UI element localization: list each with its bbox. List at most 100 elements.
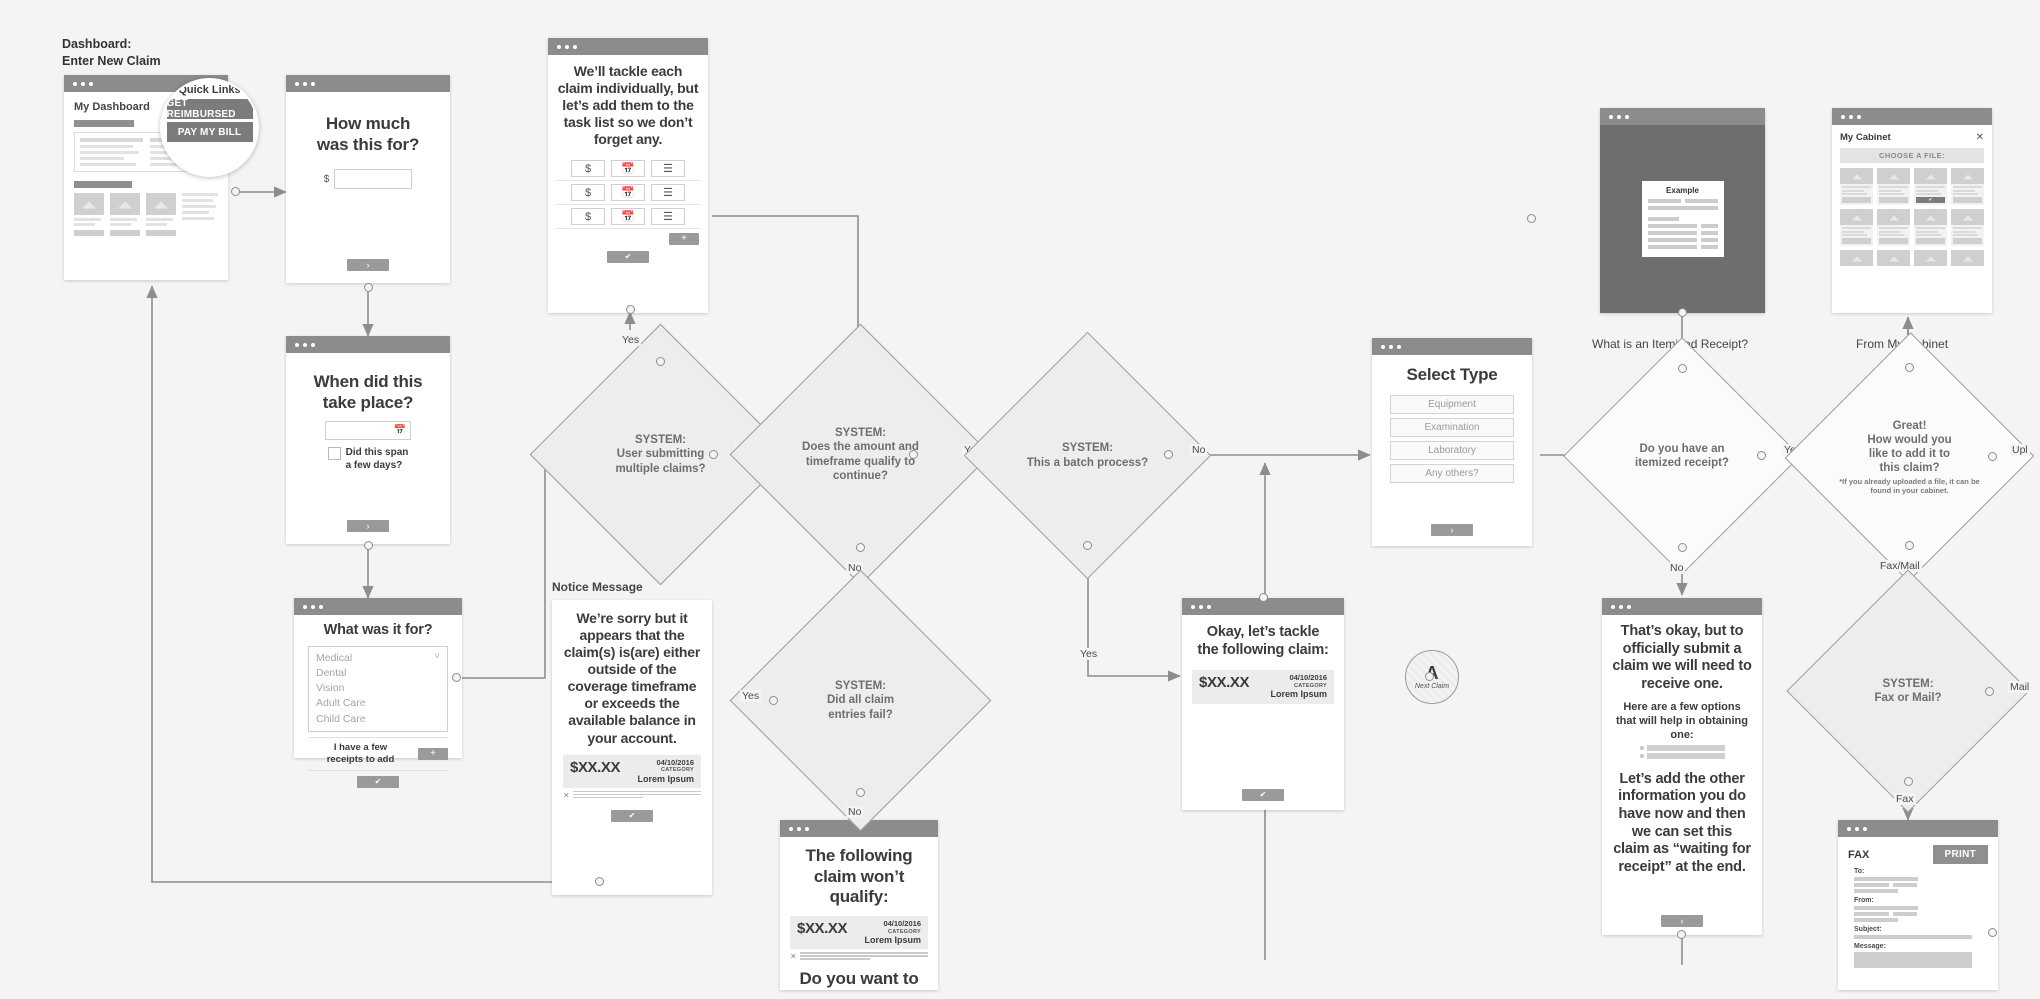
- cabinet-file-selected[interactable]: ✔: [1914, 168, 1947, 205]
- wont-qualify-card[interactable]: The following claim won’t qualify: $XX.X…: [780, 820, 938, 990]
- cabinet-file[interactable]: [1840, 250, 1873, 266]
- how-much-card[interactable]: How much was this for? $ ›: [286, 75, 450, 283]
- window-dot-icon: [1611, 604, 1615, 609]
- confirm-button[interactable]: ✔: [1242, 789, 1284, 801]
- claim-chip[interactable]: $XX.XX 04/10/2016 CATEGORY Lorem Ipsum: [1192, 670, 1334, 704]
- remove-icon[interactable]: ✕: [790, 952, 797, 962]
- fax-card[interactable]: FAX PRINT To: From: Subject: Message:: [1838, 820, 1998, 990]
- window-dot-icon: [89, 81, 93, 86]
- type-option-laboratory[interactable]: Laboratory: [1390, 440, 1514, 460]
- decision-itemized-receipt[interactable]: Do you have an itemized receipt?: [1563, 337, 1801, 575]
- add-receipt-button[interactable]: +: [418, 748, 448, 761]
- task-row[interactable]: $ 📅 ☰: [557, 205, 699, 230]
- my-cabinet-window[interactable]: My Cabinet ✕ CHOOSE A FILE: ✔: [1832, 108, 1992, 313]
- edge-label-upload: Upl: [2010, 444, 2030, 456]
- next-button[interactable]: ›: [1431, 524, 1473, 536]
- remove-icon[interactable]: ✕: [563, 790, 570, 800]
- next-button[interactable]: ›: [347, 520, 389, 532]
- cabinet-file[interactable]: [1914, 209, 1947, 246]
- decision-line: SYSTEM:: [1882, 677, 1934, 690]
- calendar-icon[interactable]: 📅: [393, 425, 406, 437]
- decision-line: SYSTEM:: [634, 434, 687, 447]
- list-icon[interactable]: ☰: [651, 160, 685, 178]
- cabinet-file[interactable]: [1877, 250, 1910, 266]
- thats-okay-card[interactable]: That’s okay, but to officially submit a …: [1602, 598, 1762, 935]
- when-card[interactable]: When did this take place? 📅 Did this spa…: [286, 336, 450, 544]
- calendar-icon[interactable]: 📅: [611, 160, 645, 178]
- confirm-button[interactable]: ✔: [357, 776, 399, 789]
- decision-batch-process[interactable]: SYSTEM: This a batch process?: [963, 331, 1212, 580]
- pay-my-bill-button[interactable]: PAY MY BILL: [166, 122, 253, 142]
- tackle-each-claim-card[interactable]: We’ll tackle each claim individually, bu…: [548, 38, 708, 313]
- date-input[interactable]: 📅: [325, 421, 411, 441]
- claim-category-label: CATEGORY: [888, 928, 921, 935]
- decision-line: like to add it to: [1868, 448, 1951, 460]
- claim-chip[interactable]: $XX.XX 04/10/2016 CATEGORY Lorem Ipsum: [563, 754, 701, 788]
- category-dropdown[interactable]: ˅ Medical Dental Vision Adult Care Child…: [308, 645, 448, 732]
- add-task-button[interactable]: +: [669, 233, 699, 246]
- decision-line: itemized receipt?: [1635, 457, 1729, 469]
- cabinet-file[interactable]: [1951, 250, 1984, 266]
- category-option[interactable]: Child Care: [316, 712, 366, 725]
- cabinet-file[interactable]: [1877, 209, 1910, 246]
- decision-line: SYSTEM:: [834, 427, 887, 440]
- type-option-examination[interactable]: Examination: [1390, 417, 1514, 437]
- calendar-icon[interactable]: 📅: [611, 184, 645, 202]
- example-receipt-modal[interactable]: Example: [1600, 108, 1765, 313]
- what-was-it-for-card[interactable]: What was it for? ˅ Medical Dental Vision…: [294, 598, 462, 789]
- list-icon[interactable]: ☰: [651, 208, 685, 226]
- category-option[interactable]: Dental: [316, 666, 347, 679]
- decision-fax-or-mail[interactable]: SYSTEM: Fax or Mail?: [1786, 569, 2030, 813]
- next-button[interactable]: ›: [347, 259, 389, 271]
- close-icon[interactable]: ✕: [1975, 132, 1984, 143]
- connector-label: Next Claim: [1414, 683, 1450, 690]
- cabinet-file[interactable]: [1877, 168, 1910, 205]
- get-reimbursed-button[interactable]: GET REIMBURSED: [166, 98, 253, 120]
- window-dot-icon: [1397, 344, 1401, 349]
- confirm-button[interactable]: ✔: [607, 251, 649, 264]
- task-row[interactable]: $ 📅 ☰: [557, 157, 699, 182]
- amount-icon[interactable]: $: [571, 160, 605, 178]
- window-titlebar: [1182, 598, 1344, 615]
- decision-multiple-claims[interactable]: SYSTEM: User submitting multiple claims?: [529, 323, 792, 586]
- cabinet-file[interactable]: [1840, 168, 1873, 205]
- cabinet-file[interactable]: [1840, 209, 1873, 246]
- notice-message-card[interactable]: We’re sorry but it appears that the clai…: [552, 600, 712, 895]
- connector-node: [364, 541, 373, 550]
- cabinet-file[interactable]: [1914, 250, 1947, 266]
- claim-chip[interactable]: $XX.XX 04/10/2016 CATEGORY Lorem Ipsum: [790, 916, 928, 950]
- category-option[interactable]: Medical: [316, 651, 353, 664]
- amount-input[interactable]: [334, 169, 413, 190]
- okay-tackle-card[interactable]: Okay, let’s tackle the following claim: …: [1182, 598, 1344, 810]
- cabinet-file-grid[interactable]: ✔: [1840, 168, 1984, 266]
- category-option[interactable]: Adult Care: [316, 697, 366, 710]
- decision-qualify[interactable]: SYSTEM: Does the amount and timeframe qu…: [729, 323, 992, 586]
- type-option-any-others[interactable]: Any others?: [1390, 463, 1514, 483]
- decision-all-entries-fail[interactable]: SYSTEM: Did all claim entries fail?: [729, 569, 992, 832]
- print-button[interactable]: PRINT: [1932, 845, 1988, 864]
- edge-label-mail: Mail: [2008, 681, 2032, 693]
- amount-icon[interactable]: $: [571, 208, 605, 226]
- window-dot-icon: [303, 81, 307, 86]
- calendar-icon[interactable]: 📅: [611, 208, 645, 226]
- list-icon[interactable]: ☰: [651, 184, 685, 202]
- decision-how-to-add[interactable]: Great! How would you like to add it to t…: [1784, 332, 2035, 582]
- bullet-icon: [1639, 745, 1644, 750]
- okay-tackle-title: Okay, let’s tackle the following claim:: [1197, 624, 1329, 658]
- amount-icon[interactable]: $: [571, 184, 605, 202]
- category-option[interactable]: Vision: [316, 682, 345, 695]
- confirm-button[interactable]: ✔: [611, 809, 653, 822]
- window-dot-icon: [303, 342, 307, 347]
- thats-okay-title: That’s okay, but to officially submit a …: [1612, 623, 1752, 693]
- connector-node: [1083, 541, 1092, 550]
- chevron-down-icon[interactable]: ˅: [434, 650, 440, 662]
- span-days-checkbox[interactable]: [327, 447, 341, 461]
- type-option-equipment[interactable]: Equipment: [1390, 394, 1514, 414]
- cabinet-file[interactable]: [1951, 168, 1984, 205]
- next-button[interactable]: ›: [1661, 915, 1703, 927]
- thumbnail: [146, 193, 176, 215]
- task-row[interactable]: $ 📅 ☰: [557, 181, 699, 206]
- select-type-card[interactable]: Select Type Equipment Examination Labora…: [1372, 338, 1532, 546]
- cabinet-file[interactable]: [1951, 209, 1984, 246]
- fax-field-label: Message:: [1854, 943, 1886, 950]
